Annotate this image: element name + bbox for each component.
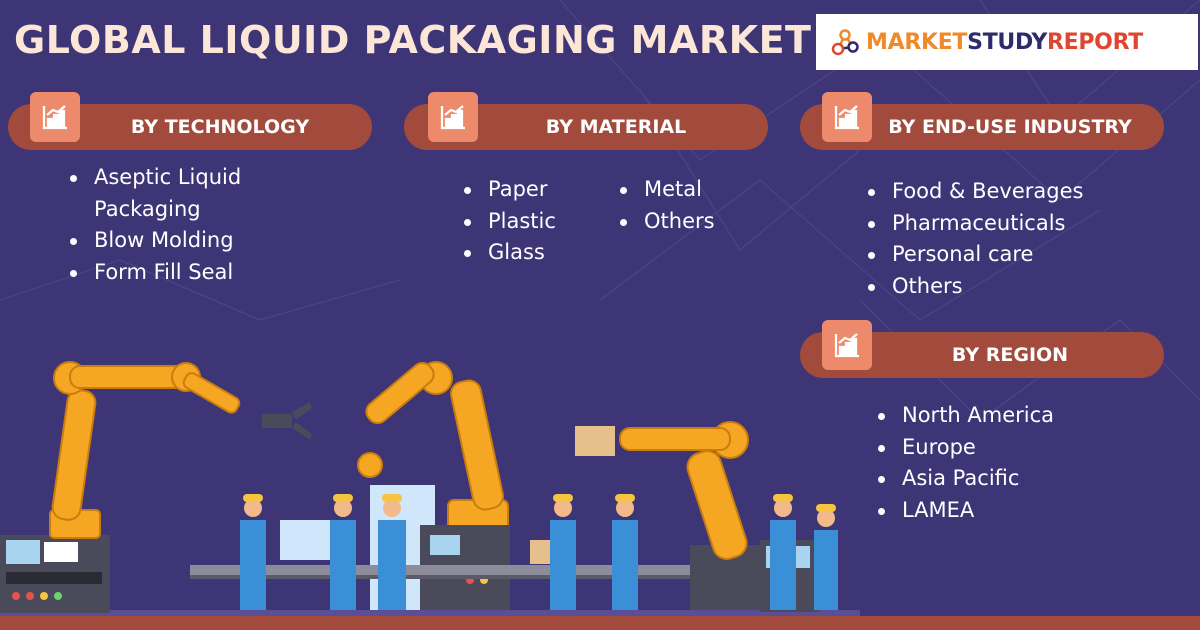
bar-chart-icon <box>822 92 872 142</box>
region-heading: BY REGION <box>951 344 1069 366</box>
list-item: North America <box>874 400 1054 432</box>
robot-arm-right <box>575 421 760 610</box>
brand-logo: MARKETSTUDYREPORT <box>816 14 1198 70</box>
factory-robot-arms-illustration <box>0 361 860 620</box>
material-list-col1: Paper Plastic Glass <box>460 174 556 269</box>
list-item: Personal care <box>864 239 1083 271</box>
end-use-heading: BY END-USE INDUSTRY <box>888 116 1132 138</box>
page-title: GLOBAL LIQUID PACKAGING MARKET <box>14 18 812 62</box>
control-panel-left <box>0 535 110 613</box>
technology-heading: BY TECHNOLOGY <box>130 116 310 138</box>
technology-list: Aseptic Liquid Packaging Blow Molding Fo… <box>66 162 241 288</box>
list-item: Food & Beverages <box>864 176 1083 208</box>
bar-chart-icon <box>30 92 80 142</box>
workers <box>240 494 838 610</box>
list-item: Pharmaceuticals <box>864 208 1083 240</box>
logo-part-market: MARKET <box>866 29 968 55</box>
list-item: Europe <box>874 432 1054 464</box>
list-item: Glass <box>460 237 556 269</box>
list-item: Others <box>864 271 1083 303</box>
gripper-left <box>262 402 312 440</box>
list-item: Plastic <box>460 206 556 238</box>
bar-chart-icon <box>822 320 872 370</box>
list-item: Aseptic Liquid <box>66 162 241 194</box>
list-item: Asia Pacific <box>874 463 1054 495</box>
list-item: Blow Molding <box>66 225 241 257</box>
logo-wordmark: MARKETSTUDYREPORT <box>866 30 1143 55</box>
list-item: LAMEA <box>874 495 1054 527</box>
end-use-list: Food & Beverages Pharmaceuticals Persona… <box>864 176 1083 302</box>
robot-arm-left <box>49 361 241 539</box>
region-list: North America Europe Asia Pacific LAMEA <box>874 400 1054 526</box>
list-item: Others <box>616 206 715 238</box>
material-heading: BY MATERIAL <box>545 116 687 138</box>
list-item: Form Fill Seal <box>66 257 241 289</box>
bar-chart-icon <box>428 92 478 142</box>
molecule-logo-icon <box>831 29 859 56</box>
list-item-continuation: Packaging <box>94 196 201 221</box>
list-item: Paper <box>460 174 556 206</box>
logo-part-report: REPORT <box>1046 29 1143 55</box>
logo-part-study: STUDY <box>967 29 1047 55</box>
material-list-col2: Metal Others <box>616 174 715 237</box>
list-item: Metal <box>616 174 715 206</box>
bottom-accent-bar <box>0 616 1200 630</box>
technology-heading-pill: BY TECHNOLOGY <box>8 104 372 150</box>
